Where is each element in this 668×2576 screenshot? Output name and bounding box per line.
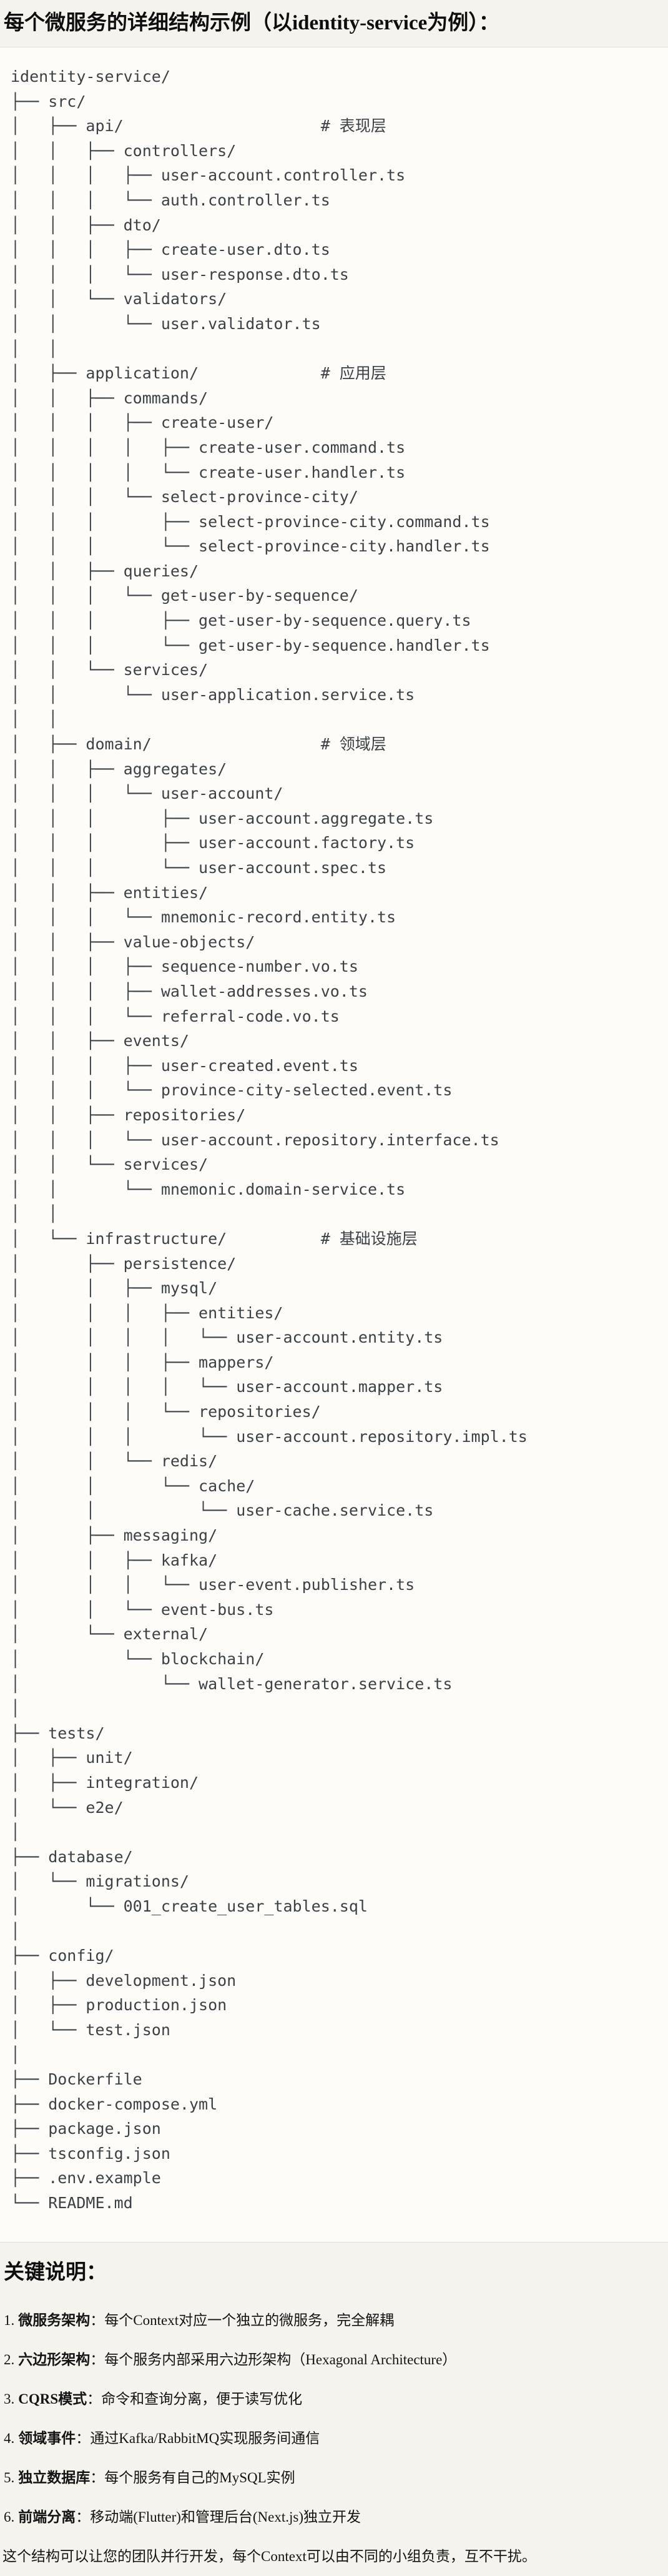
note-term: 微服务架构 xyxy=(18,2312,91,2328)
notes-list: 1.微服务架构：每个Context对应一个独立的微服务，完全解耦 2.六边形架构… xyxy=(0,2311,668,2527)
note-item: 1.微服务架构：每个Context对应一个独立的微服务，完全解耦 xyxy=(0,2311,668,2330)
closing-note: 这个结构可以让您的团队并行开发，每个Context可以由不同的小组负责，互不干扰… xyxy=(2,2548,536,2564)
code-block: identity-service/ ├── src/ │ ├── api/ # … xyxy=(0,47,668,2243)
note-number: 3. xyxy=(4,2391,15,2407)
note-number: 5. xyxy=(4,2469,15,2485)
note-term: 前端分离 xyxy=(18,2509,76,2525)
note-number: 4. xyxy=(4,2430,15,2446)
note-description: ：每个服务内部采用六边形架构（Hexagonal Architecture） xyxy=(90,2351,457,2367)
note-number: 1. xyxy=(4,2312,15,2328)
directory-tree-text: identity-service/ ├── src/ │ ├── api/ # … xyxy=(11,67,528,2213)
note-item: 3.CQRS模式：命令和查询分离，便于读写优化 xyxy=(0,2390,668,2409)
note-number: 6. xyxy=(4,2509,15,2525)
page-title: 每个微服务的详细结构示例（以identity-service为例）： xyxy=(4,12,499,34)
note-term: 独立数据库 xyxy=(18,2469,91,2485)
note-item: 6.前端分离：移动端(Flutter)和管理后台(Next.js)独立开发 xyxy=(0,2508,668,2527)
note-item: 5.独立数据库：每个服务有自己的MySQL实例 xyxy=(0,2469,668,2487)
notes-heading: 关键说明： xyxy=(4,2261,107,2284)
note-description: ：命令和查询分离，便于读写优化 xyxy=(87,2391,303,2407)
note-description: ：移动端(Flutter)和管理后台(Next.js)独立开发 xyxy=(76,2509,361,2525)
note-term: 领域事件 xyxy=(18,2430,76,2446)
note-item: 4.领域事件：通过Kafka/RabbitMQ实现服务间通信 xyxy=(0,2429,668,2448)
note-description: ：通过Kafka/RabbitMQ实现服务间通信 xyxy=(76,2430,320,2446)
note-description: ：每个服务有自己的MySQL实例 xyxy=(90,2469,295,2485)
note-number: 2. xyxy=(4,2351,15,2367)
note-description: ：每个Context对应一个独立的微服务，完全解耦 xyxy=(90,2312,395,2328)
note-item: 2.六边形架构：每个服务内部采用六边形架构（Hexagonal Architec… xyxy=(0,2351,668,2369)
note-term: CQRS模式 xyxy=(18,2391,87,2407)
note-term: 六边形架构 xyxy=(18,2351,91,2367)
